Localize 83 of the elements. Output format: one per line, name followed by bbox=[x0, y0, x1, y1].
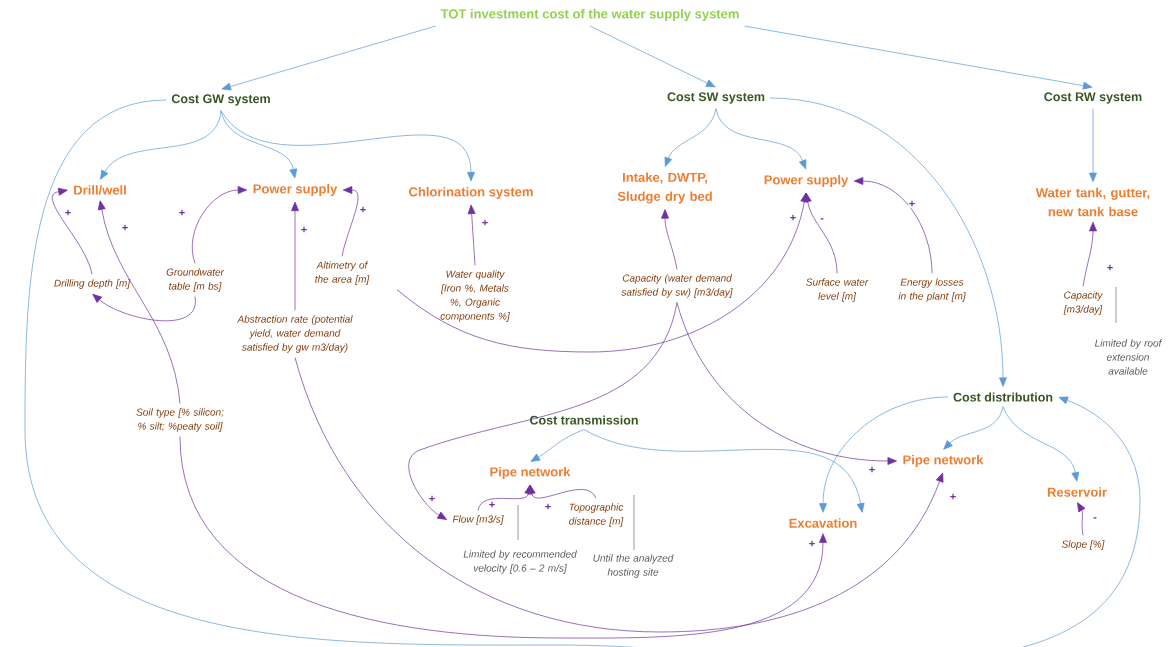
cost-item: Pipe network bbox=[903, 454, 984, 468]
arrow bbox=[1089, 108, 1097, 183]
note-text: Until the analyzed hosting site bbox=[593, 554, 674, 578]
edge-label: + bbox=[121, 224, 129, 232]
edge-label: + bbox=[949, 493, 957, 501]
arrow bbox=[676, 302, 897, 465]
arrow bbox=[97, 200, 181, 404]
arrow bbox=[92, 293, 196, 322]
arrow bbox=[24, 99, 1141, 647]
edge-label: + bbox=[1106, 264, 1114, 272]
factor-text: Topographic distance [m] bbox=[569, 503, 624, 527]
arrow bbox=[51, 187, 93, 275]
factor-text: Water quality [Iron %, Metals %, Organic components %] bbox=[440, 270, 510, 322]
factor-text: Flow [m3/s] bbox=[452, 515, 504, 525]
factor-text: Surface water level [m] bbox=[806, 278, 869, 302]
arrow bbox=[396, 192, 809, 353]
cost-item: Chlorination system bbox=[409, 186, 533, 200]
factor-text: Capacity [m3/day] bbox=[1063, 291, 1103, 315]
factor-text: Energy losses in the plant [m] bbox=[898, 278, 966, 302]
factor-text: Drilling depth [m] bbox=[54, 279, 131, 289]
arrow bbox=[943, 406, 1004, 450]
edge-label: + bbox=[789, 214, 797, 222]
arrow bbox=[221, 25, 436, 91]
arrow bbox=[744, 25, 1093, 90]
cost-heading: Cost RW system bbox=[1044, 92, 1142, 104]
arrow bbox=[530, 429, 585, 462]
cost-heading: Cost SW system bbox=[667, 92, 765, 104]
edge-label: + bbox=[359, 206, 367, 214]
arrow bbox=[803, 192, 838, 274]
arrow bbox=[661, 209, 678, 270]
factor-text: Altimetry of the area [m] bbox=[315, 261, 370, 285]
cost-heading: Cost transmission bbox=[530, 415, 638, 425]
arrow bbox=[179, 436, 827, 639]
arrow bbox=[191, 186, 248, 264]
arrow bbox=[819, 396, 949, 513]
factor-text: Slope [%] bbox=[1061, 540, 1105, 550]
cost-item: Power supply bbox=[253, 183, 338, 197]
edge-label: - bbox=[1092, 516, 1098, 522]
arrow bbox=[1082, 221, 1097, 287]
edge-label: + bbox=[488, 501, 496, 509]
arrow bbox=[291, 201, 299, 311]
cost-heading: Cost GW system bbox=[171, 94, 270, 106]
arrow bbox=[769, 97, 1007, 387]
edge-label: + bbox=[300, 226, 308, 234]
factor-text: Groundwater table [m bs] bbox=[166, 268, 225, 292]
edge-label: + bbox=[178, 209, 186, 217]
edge-label: + bbox=[481, 219, 489, 227]
cost-item: Reservoir bbox=[1047, 487, 1107, 497]
edge-label: + bbox=[428, 495, 436, 503]
factor-text: Abstraction rate (potential yield, water demand satisfied by gw m3/day) bbox=[237, 315, 353, 353]
arrow bbox=[220, 110, 475, 182]
heading-text: TOT investment cost of the water supply system bbox=[440, 8, 739, 22]
edge-label: + bbox=[868, 466, 876, 474]
cost-item: Excavation bbox=[789, 518, 857, 528]
arrow bbox=[341, 186, 359, 257]
edge-label: + bbox=[808, 540, 816, 548]
arrow bbox=[467, 204, 476, 266]
arrow bbox=[220, 110, 298, 179]
edge-label: + bbox=[544, 503, 552, 511]
arrow bbox=[715, 108, 807, 170]
arrow bbox=[1002, 406, 1080, 482]
cost-item: Drill/well bbox=[74, 185, 126, 195]
edge-label: - bbox=[819, 217, 825, 223]
cost-heading: Cost distribution bbox=[953, 392, 1053, 402]
arrow bbox=[1077, 502, 1086, 536]
arrow bbox=[664, 108, 717, 167]
arrow bbox=[589, 25, 716, 88]
edge-label: + bbox=[64, 209, 72, 217]
arrow bbox=[583, 429, 865, 513]
arrow bbox=[408, 302, 678, 520]
note-text: Limited by roof extension available bbox=[1094, 339, 1163, 375]
edge-label: + bbox=[908, 200, 916, 208]
factor-text: Soil type [% silicon; % silt; %peaty soil] bbox=[136, 408, 224, 432]
arrow bbox=[853, 177, 933, 274]
cost-item: Power supply bbox=[764, 174, 849, 188]
arrow bbox=[294, 357, 944, 633]
factor-text: Capacity (water demand satisfied by sw) [m3/day] bbox=[621, 274, 733, 298]
arrow bbox=[100, 110, 222, 180]
cost-item: Water tank, gutter, new tank base bbox=[1035, 187, 1150, 217]
cost-item: Pipe network bbox=[490, 466, 571, 480]
arrow bbox=[527, 484, 597, 499]
note-text: Limited by recommended velocity [0.6 – 2 m/s] bbox=[463, 550, 577, 574]
cost-item: Intake, DWTP, Sludge dry bed bbox=[617, 172, 712, 204]
